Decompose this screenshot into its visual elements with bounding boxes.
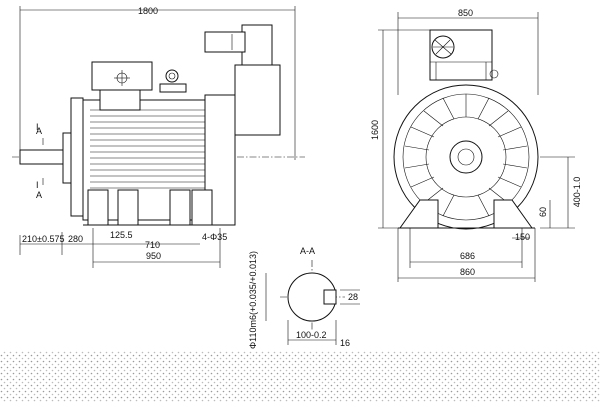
dim-860: 860 bbox=[460, 267, 475, 277]
dim-overall-length: 1800 bbox=[138, 6, 158, 16]
dim-width: 850 bbox=[458, 8, 473, 18]
dim-center-height: 400-1.0 bbox=[572, 177, 582, 208]
dim-foot-h: 60 bbox=[538, 207, 548, 217]
section-mark-bottom: A bbox=[36, 190, 42, 200]
dim-686: 686 bbox=[460, 251, 475, 261]
section-label: A-A bbox=[300, 246, 315, 256]
svg-text:I: I bbox=[36, 180, 39, 190]
dim-key-width: 16 bbox=[340, 338, 350, 348]
dim-710: 710 bbox=[145, 240, 160, 250]
housing-outline bbox=[393, 84, 539, 230]
dim-height: 1600 bbox=[370, 120, 380, 140]
dim-foot-w: 150 bbox=[515, 232, 530, 242]
front-view: 1800 bbox=[12, 6, 305, 268]
section-view: A-A Φ110m6(+0.035/+0.013) 28 100-0.2 16 bbox=[248, 246, 360, 349]
dim-shaft-dia: Φ110m6(+0.035/+0.013) bbox=[248, 251, 258, 349]
dim-key-depth: 28 bbox=[348, 292, 358, 302]
fan-unit bbox=[234, 64, 281, 136]
side-view: 850 1600 bbox=[370, 8, 582, 282]
dim-shaft-ext: 210±0.575 bbox=[22, 234, 64, 244]
shaft bbox=[19, 149, 66, 165]
dim-950: 950 bbox=[146, 251, 161, 261]
scan-background-band bbox=[0, 351, 600, 402]
dim-bolt-holes: 4-Φ35 bbox=[202, 232, 227, 242]
svg-text:I: I bbox=[36, 122, 39, 132]
dim-shaft-key: 100-0.2 bbox=[296, 330, 327, 340]
dim-280: 280 bbox=[68, 234, 83, 244]
dim-125-5: 125.5 bbox=[110, 230, 133, 240]
shaft-end bbox=[449, 140, 483, 174]
section-mark-top: A bbox=[36, 126, 42, 136]
